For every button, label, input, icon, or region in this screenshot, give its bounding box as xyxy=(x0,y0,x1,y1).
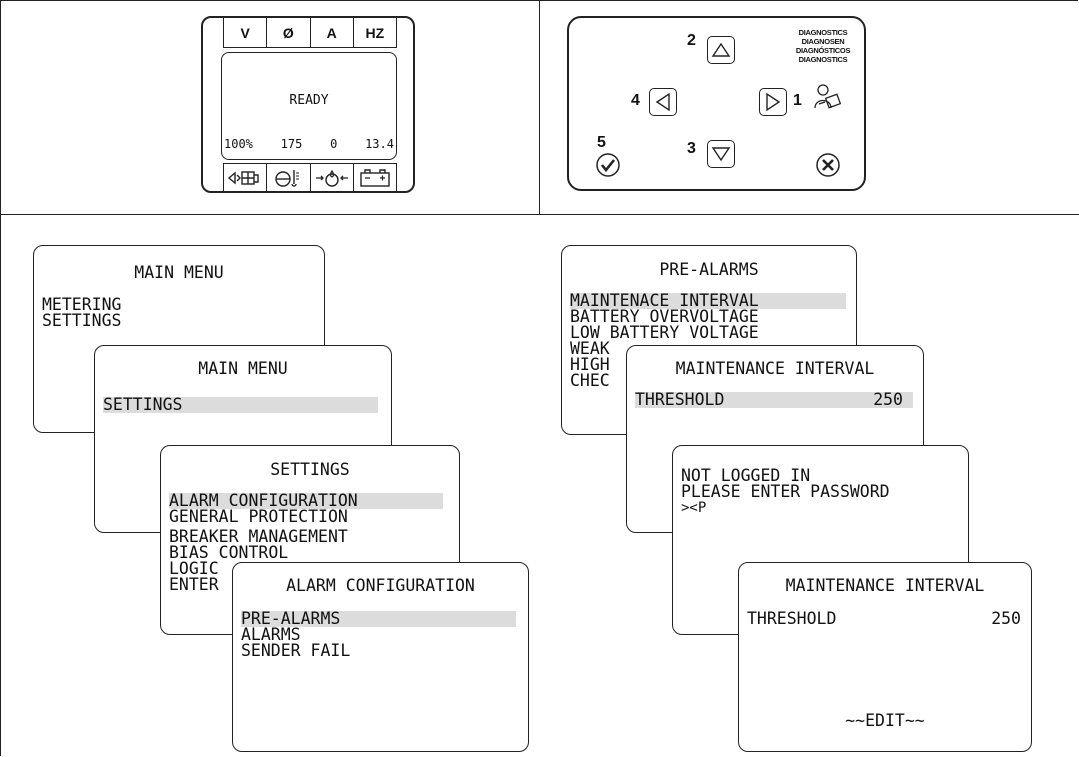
right-arrow-icon xyxy=(766,92,781,112)
menu-item-settings[interactable]: SETTINGS xyxy=(42,311,122,330)
diagnostics-button[interactable] xyxy=(811,82,843,114)
diagnostics-label-de: DIAGNOSEN xyxy=(801,37,845,46)
threshold-row-highlighted[interactable]: THRESHOLD 250 xyxy=(635,390,913,409)
threshold-row[interactable]: THRESHOLD 250 xyxy=(747,609,1021,628)
alarm-item-sender-fail[interactable]: SENDER FAIL xyxy=(241,641,351,660)
key-number-up: 2 xyxy=(687,32,696,49)
lcd-header-current: A xyxy=(310,18,354,48)
lcd-value-percent: 100% xyxy=(224,137,253,151)
lcd-header: V Ø A HZ xyxy=(223,18,397,48)
maintenance-interval-title: MAINTENANCE INTERVAL xyxy=(675,359,875,378)
lcd-header-phase: Ø xyxy=(267,18,311,48)
diagnostics-label-es: DIAGNÓSTICOS xyxy=(795,46,851,55)
settings-item-logic[interactable]: LOGIC xyxy=(169,559,219,578)
engine-icon xyxy=(223,163,268,191)
left-arrow-icon xyxy=(655,92,670,112)
threshold-value: 250 xyxy=(873,390,903,409)
pre-alarm-item-high[interactable]: HIGH xyxy=(570,355,610,374)
lcd-footer xyxy=(223,163,397,191)
maintenance-interval-title: MAINTENANCE INTERVAL xyxy=(785,576,985,595)
oil-pressure-icon xyxy=(310,163,354,191)
panel-divider xyxy=(539,0,540,214)
key-number-right: 1 xyxy=(793,92,802,109)
check-icon xyxy=(596,153,620,177)
threshold-label: THRESHOLD xyxy=(635,390,725,409)
password-input[interactable]: ><P xyxy=(681,500,707,516)
cancel-icon xyxy=(816,153,840,177)
settings-title: SETTINGS xyxy=(270,460,350,479)
password-line-prompt: PLEASE ENTER PASSWORD xyxy=(681,482,890,501)
alarm-configuration-screen: ALARM CONFIGURATION PRE-ALARMS ALARMS SE… xyxy=(232,562,529,752)
pre-alarm-item-low-battery-voltage[interactable]: LOW BATTERY VOLTAGE xyxy=(570,323,759,342)
up-arrow-key[interactable] xyxy=(707,36,735,64)
pre-alarm-item-maintenance-interval[interactable]: MAINTENACE INTERVAL xyxy=(570,292,846,309)
down-arrow-key[interactable] xyxy=(707,140,735,168)
main-menu-title: MAIN MENU xyxy=(198,359,288,378)
menu-item-settings-highlighted[interactable]: SETTINGS xyxy=(103,396,378,413)
key-number-ok: 5 xyxy=(597,134,606,151)
up-arrow-icon xyxy=(711,42,731,57)
edit-indicator: ~~EDIT~~ xyxy=(845,711,925,730)
main-menu-title: MAIN MENU xyxy=(134,263,224,282)
key-number-left: 4 xyxy=(631,92,640,109)
pre-alarm-item-battery-overvoltage[interactable]: BATTERY OVERVOLTAGE xyxy=(570,307,759,326)
threshold-label: THRESHOLD xyxy=(747,609,837,628)
lcd-values: 100% 175 0 13.4 xyxy=(224,137,394,151)
lcd-value-175: 175 xyxy=(280,137,303,151)
threshold-value: 250 xyxy=(991,609,1021,628)
settings-item-general-protection[interactable]: GENERAL PROTECTION xyxy=(169,507,348,526)
pre-alarms-title: PRE-ALARMS xyxy=(659,260,759,279)
alarm-item-alarms[interactable]: ALARMS xyxy=(241,625,301,644)
alarm-configuration-title: ALARM CONFIGURATION xyxy=(286,576,475,595)
alarm-item-pre-alarms[interactable]: PRE-ALARMS xyxy=(241,610,516,627)
pre-alarm-item-weak[interactable]: WEAK xyxy=(570,339,610,358)
temperature-icon xyxy=(267,163,311,191)
menu-item-metering[interactable]: METERING xyxy=(42,295,122,314)
lcd-status: READY xyxy=(289,93,329,108)
maintenance-interval-edit-screen: MAINTENANCE INTERVAL THRESHOLD 250 ~~EDI… xyxy=(738,562,1032,752)
lcd-value-13-4: 13.4 xyxy=(365,137,394,151)
down-arrow-icon xyxy=(711,147,731,162)
key-number-down: 3 xyxy=(687,140,696,157)
settings-item-bias-control[interactable]: BIAS CONTROL xyxy=(169,543,289,562)
pre-alarm-item-check[interactable]: CHEC xyxy=(570,371,610,390)
cancel-button[interactable] xyxy=(815,152,841,178)
diagnostics-label: DIAGNOSTICS DIAGNOSEN DIAGNÓSTICOS DIAGN… xyxy=(783,28,863,64)
right-arrow-key[interactable] xyxy=(759,88,787,116)
pre-alarms-screen: PRE-ALARMS MAINTENACE INTERVAL BATTERY O… xyxy=(561,245,857,435)
lcd-panel: V Ø A HZ READY 100% 175 0 13.4 xyxy=(201,16,415,193)
diagnostics-icon xyxy=(814,84,842,109)
settings-item-breaker-management[interactable]: BREAKER MANAGEMENT xyxy=(169,527,348,546)
password-line-not-logged-in: NOT LOGGED IN xyxy=(681,466,811,485)
lcd-screen: READY 100% 175 0 13.4 xyxy=(221,52,397,160)
section-divider xyxy=(0,214,1079,215)
diagnostics-label-fr: DIAGNOSTICS xyxy=(798,55,848,64)
battery-icon xyxy=(353,163,397,191)
check-button[interactable] xyxy=(595,152,621,178)
lcd-header-voltage: V xyxy=(223,18,268,48)
settings-item-alarm-configuration[interactable]: ALARM CONFIGURATION xyxy=(169,492,443,509)
lcd-value-0: 0 xyxy=(330,137,338,151)
keypad-panel: 2 4 1 3 5 DIAGNOSTICS DIAGNOSEN DIAGNÓST… xyxy=(567,16,866,191)
lcd-header-frequency: HZ xyxy=(353,18,397,48)
settings-item-enter[interactable]: ENTER xyxy=(169,575,219,594)
left-arrow-key[interactable] xyxy=(649,88,677,116)
diagnostics-label-en: DIAGNOSTICS xyxy=(798,28,848,37)
